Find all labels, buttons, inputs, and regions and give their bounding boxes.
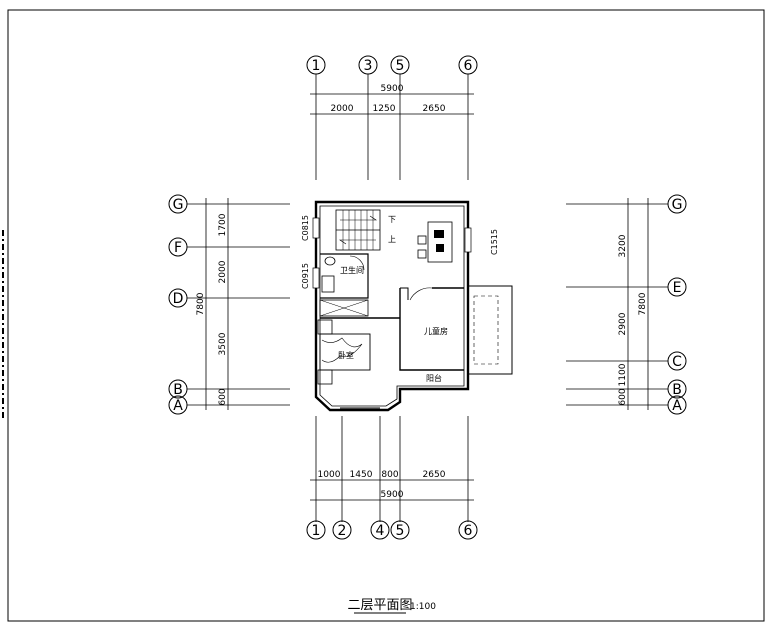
top-total-dimension: 5900: [381, 84, 404, 94]
left-axis-label: F: [174, 240, 182, 256]
kids-room: 儿童房: [399, 287, 464, 371]
bottom-dimension: 1000: [318, 470, 341, 480]
sheet-border: [7, 9, 765, 622]
bottom-dimension: 1450: [350, 470, 373, 480]
right-dimension: 2900: [618, 312, 628, 335]
top-dimension: 2650: [423, 104, 446, 114]
right-dimension: 1100: [618, 363, 628, 386]
right-axis-bubble-b: B: [667, 379, 687, 399]
left-dimension: 2000: [218, 260, 228, 283]
title-block: 二层平面图 1:100: [347, 598, 436, 614]
right-total-dimension: 7800: [638, 292, 648, 315]
wardrobe: [319, 299, 369, 317]
top-axis-label: 6: [464, 58, 473, 74]
bottom-axis-bubble-1: 1: [306, 520, 326, 540]
bedroom-label: 卧室: [338, 350, 354, 360]
bed-icon: [319, 333, 371, 371]
staircase: 下 上: [335, 209, 396, 251]
bottom-axis-label: 4: [376, 523, 385, 539]
left-axis-bubble-d: D: [168, 288, 188, 308]
study-desk: [417, 221, 453, 263]
bottom-axis-label: 2: [338, 523, 347, 539]
bottom-axis-label: 1: [312, 523, 321, 539]
left-dimension: 1700: [218, 213, 228, 236]
bottom-total-dimension: 5900: [381, 490, 404, 500]
left-axis-bubble-a: A: [168, 395, 188, 415]
floor-plan: C0815 C0915 C1515 下 上: [301, 200, 513, 412]
left-axis-label: D: [173, 291, 184, 307]
stair-up-label: 上: [388, 235, 396, 244]
top-dimension: 1250: [373, 104, 396, 114]
bottom-axis-bubble-4: 4: [370, 520, 390, 540]
right-axis-label: G: [672, 197, 683, 213]
left-total-dimension: 7800: [196, 292, 206, 315]
drawing-title: 二层平面图: [347, 598, 412, 613]
left-edge-mark: [0, 150, 5, 420]
window-label: C0915: [301, 263, 310, 289]
left-dimension: 600: [218, 388, 228, 405]
bathroom: 卫生间: [320, 253, 369, 299]
bathroom-label: 卫生间: [340, 265, 364, 275]
left-axis-label: B: [173, 382, 183, 398]
left-axis-bubble-f: F: [168, 237, 188, 257]
bottom-axis-label: 6: [464, 523, 473, 539]
right-axis-label: B: [672, 382, 682, 398]
left-axis-label: G: [173, 197, 184, 213]
kids-room-label: 儿童房: [424, 326, 448, 336]
toilet-icon: [324, 256, 336, 266]
right-axis-bubble-c: C: [667, 351, 687, 371]
top-axis-bubble-3: 3: [358, 55, 378, 75]
right-axis-bubble-a: A: [667, 395, 687, 415]
top-axis-label: 1: [312, 58, 321, 74]
left-axis-bubble-b: B: [168, 379, 188, 399]
bottom-dimension: 800: [381, 470, 398, 480]
bottom-axis-group: 1000 1450 800 2650 5900 1 2 4 5 6: [306, 416, 478, 540]
bottom-axis-label: 5: [396, 523, 405, 539]
right-axis-group: 3200 2900 1100 600 7800 G E C B A: [566, 194, 687, 415]
exterior-wall: [314, 200, 470, 412]
balcony-label: 阳台: [426, 373, 442, 383]
balcony: 阳台: [426, 285, 513, 383]
right-axis-label: C: [672, 354, 682, 370]
left-axis-label: A: [173, 398, 183, 414]
top-axis-group: 1 3 5 6 5900 2000 1250 2650: [306, 55, 478, 180]
left-axis-group: 1700 2000 3500 600 7800 G F D B A: [168, 194, 290, 415]
drawing-scale: 1:100: [410, 602, 436, 612]
top-axis-label: 3: [364, 58, 373, 74]
left-axis-bubble-g: G: [168, 194, 188, 214]
bottom-axis-bubble-5: 5: [390, 520, 410, 540]
right-axis-bubble-e: E: [667, 277, 687, 297]
window-label: C0815: [301, 215, 310, 241]
right-dimension: 3200: [618, 234, 628, 257]
right-axis-label: A: [672, 398, 682, 414]
right-axis-bubble-g: G: [667, 194, 687, 214]
bottom-axis-bubble-2: 2: [332, 520, 352, 540]
exterior-wall-inner: [319, 205, 465, 407]
bedroom: 卧室: [317, 317, 400, 385]
bottom-dimension: 2650: [423, 470, 446, 480]
top-axis-label: 5: [396, 58, 405, 74]
basin-icon: [321, 275, 335, 293]
bottom-axis-bubble-6: 6: [458, 520, 478, 540]
right-axis-label: E: [673, 280, 682, 296]
window-c0815: [312, 217, 320, 239]
top-axis-bubble-1: 1: [306, 55, 326, 75]
top-axis-bubble-5: 5: [390, 55, 410, 75]
stair-down-label: 下: [388, 215, 396, 224]
top-dimension: 2000: [331, 104, 354, 114]
left-dimension: 3500: [218, 332, 228, 355]
right-dimension: 600: [618, 388, 628, 405]
window-c0915: [312, 267, 320, 289]
window-label: C1515: [490, 229, 499, 255]
top-axis-bubble-6: 6: [458, 55, 478, 75]
window-c1515: [464, 227, 472, 253]
